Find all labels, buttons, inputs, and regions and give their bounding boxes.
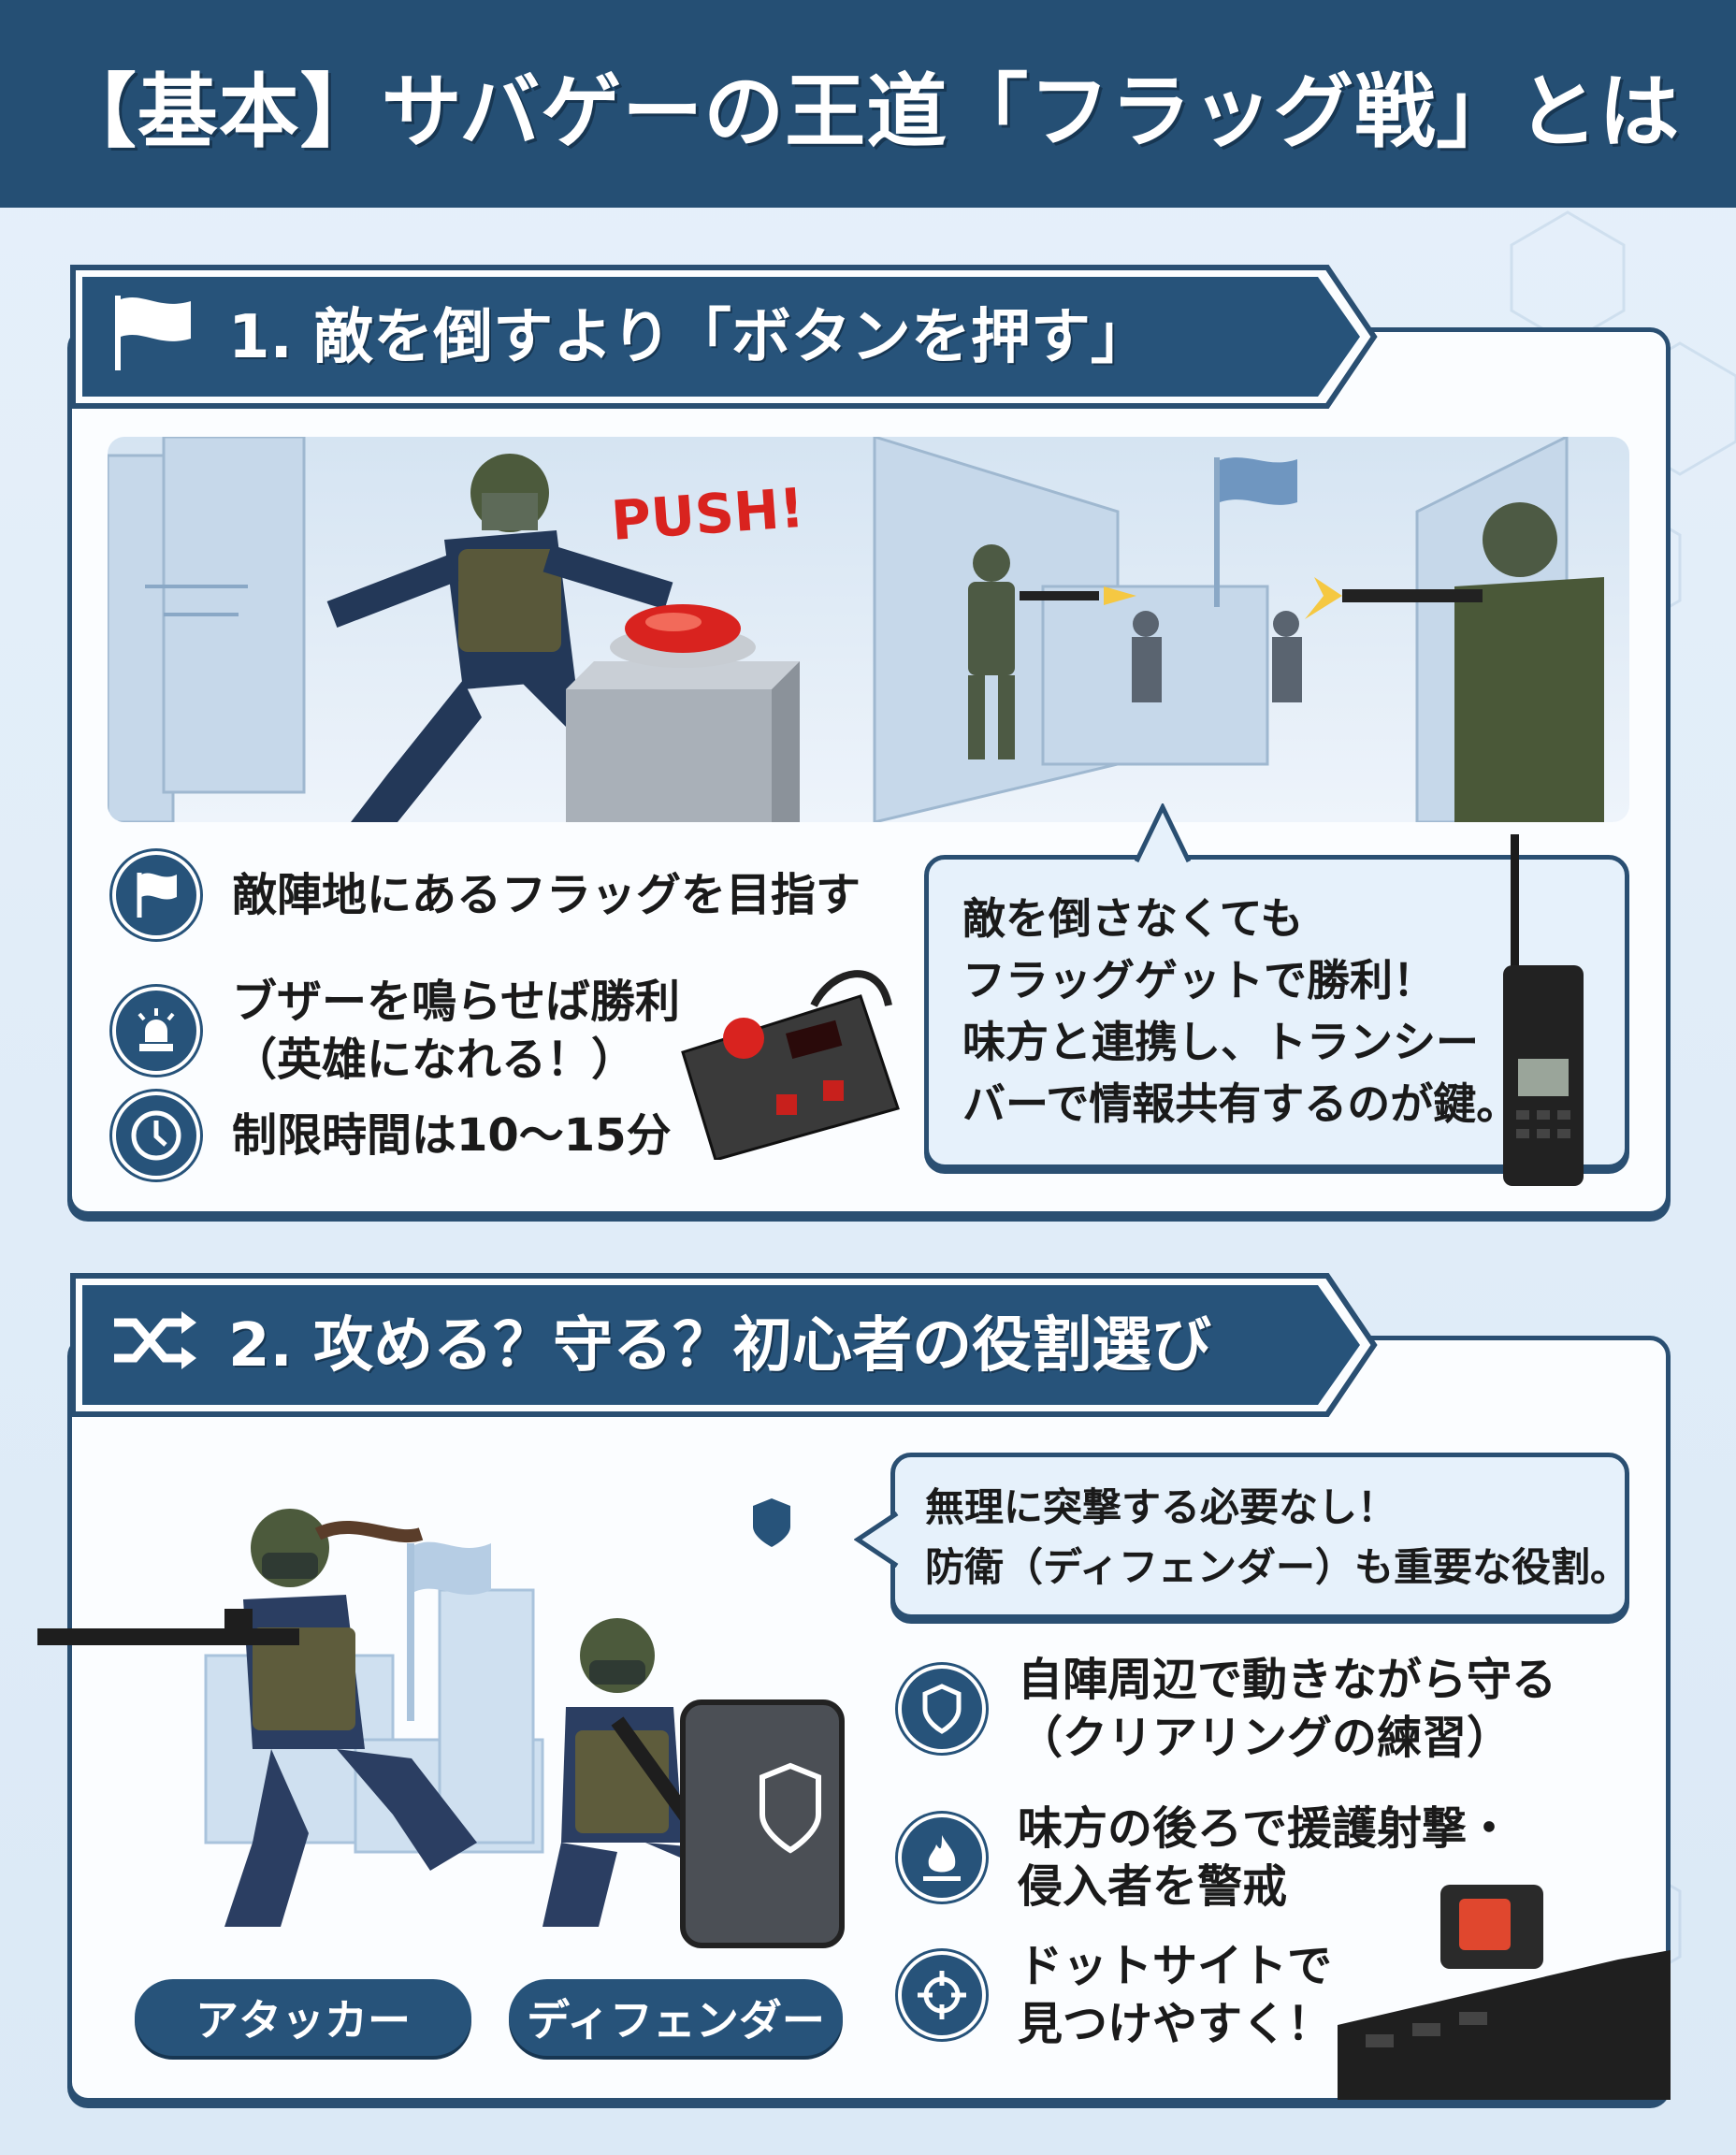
bullet-text: （英雄になれる！） [232,1034,637,1086]
section-1-bullet: ブザーを鳴らせば勝利 （英雄になれる！） [112,973,680,1089]
crosshair-icon [918,1971,966,2019]
arena-walls [108,437,1569,822]
shield-icon [922,1684,962,1734]
section-1-illustration: PUSH! [108,437,1629,822]
callout-pointer [1135,803,1191,863]
clock-icon [131,1110,181,1161]
callout-line: フラッグゲットで勝利！ [962,955,1436,1005]
bullet-text: ブザーを鳴らせば勝利 [232,976,681,1028]
bullet-text: 見つけやすく！ [1018,1998,1333,2050]
section-2-callout: 無理に突撃する必要なし！ 防衛（ディフェンダー）も重要な役割。 [854,1453,1630,1619]
role-defender-button[interactable]: ディフェンダー [509,1979,843,2056]
bullet-text: 敵陣地にあるフラッグを目指す [232,869,861,921]
flag-icon [137,873,177,918]
bullet-text: ドットサイトで [1018,1940,1333,1992]
callout-line: 無理に突撃する必要なし！ [925,1484,1397,1530]
buzzer-box-image [681,970,900,1160]
button-pedestal [566,604,800,822]
callout-pointer [854,1511,899,1568]
section-1-title: 1. 敵を倒すより「ボタンを押す」 [228,303,1150,372]
defender-soldier [542,1498,845,1948]
fire-icon [923,1835,961,1881]
section-1-bullet: 制限時間は10〜15分 [112,1092,672,1179]
bullet-text: 侵入者を警戒 [1018,1860,1288,1913]
shuffle-icon [114,1311,196,1369]
bullet-text: 制限時間は10〜15分 [232,1109,672,1162]
section-2-bullet: ドットサイトで見つけやすく！ [898,1937,1332,2053]
callout-line: バーで情報共有するのが鍵。 [962,1078,1520,1129]
role-attacker-button[interactable]: アタッカー [135,1979,471,2056]
siren-icon [137,1008,175,1051]
callout-line: 味方と連携し、トランシー [962,1017,1479,1067]
flag-on-pole [1214,457,1297,607]
roles-illustration [37,1498,845,1948]
page-title: 【基本】サバゲーの王道「フラッグ戦」とは [55,65,1681,159]
background-flag [407,1541,491,1721]
bullet-text: 味方の後ろで援護射撃・ [1018,1802,1512,1855]
flag-icon [115,296,191,370]
section-2-bullet: 味方の後ろで援護射撃・侵入者を警戒 [898,1800,1512,1916]
bullet-text: 自陣周辺で動きながら守る [1018,1654,1557,1706]
push-label: PUSH! [609,476,806,553]
dot-sight-rifle-image [1338,1885,1671,2100]
callout-line: 防衛（ディフェンダー）も重要な役割。 [925,1544,1630,1590]
bullet-text: （クリアリングの練習） [1018,1712,1512,1764]
section-1-banner: 1. 敵を倒すより「ボタンを押す」 [69,264,1379,409]
attacker-soldier [37,1509,477,1927]
walkie-talkie-image [1503,834,1584,1186]
section-1-bullet: 敵陣地にあるフラッグを目指す [112,851,861,939]
section-2-title: 2. 攻める？守る？初心者の役割選び [228,1311,1212,1381]
callout-line: 敵を倒さなくても [962,893,1304,944]
firefight-soldiers [968,502,1604,822]
section-2-bullet: 自陣周辺で動きながら守る （クリアリングの練習） [898,1651,1556,1767]
section-2-banner: 2. 攻める？守る？初心者の役割選び [69,1272,1379,1417]
page-header: 【基本】サバゲーの王道「フラッグ戦」とは [0,0,1736,208]
